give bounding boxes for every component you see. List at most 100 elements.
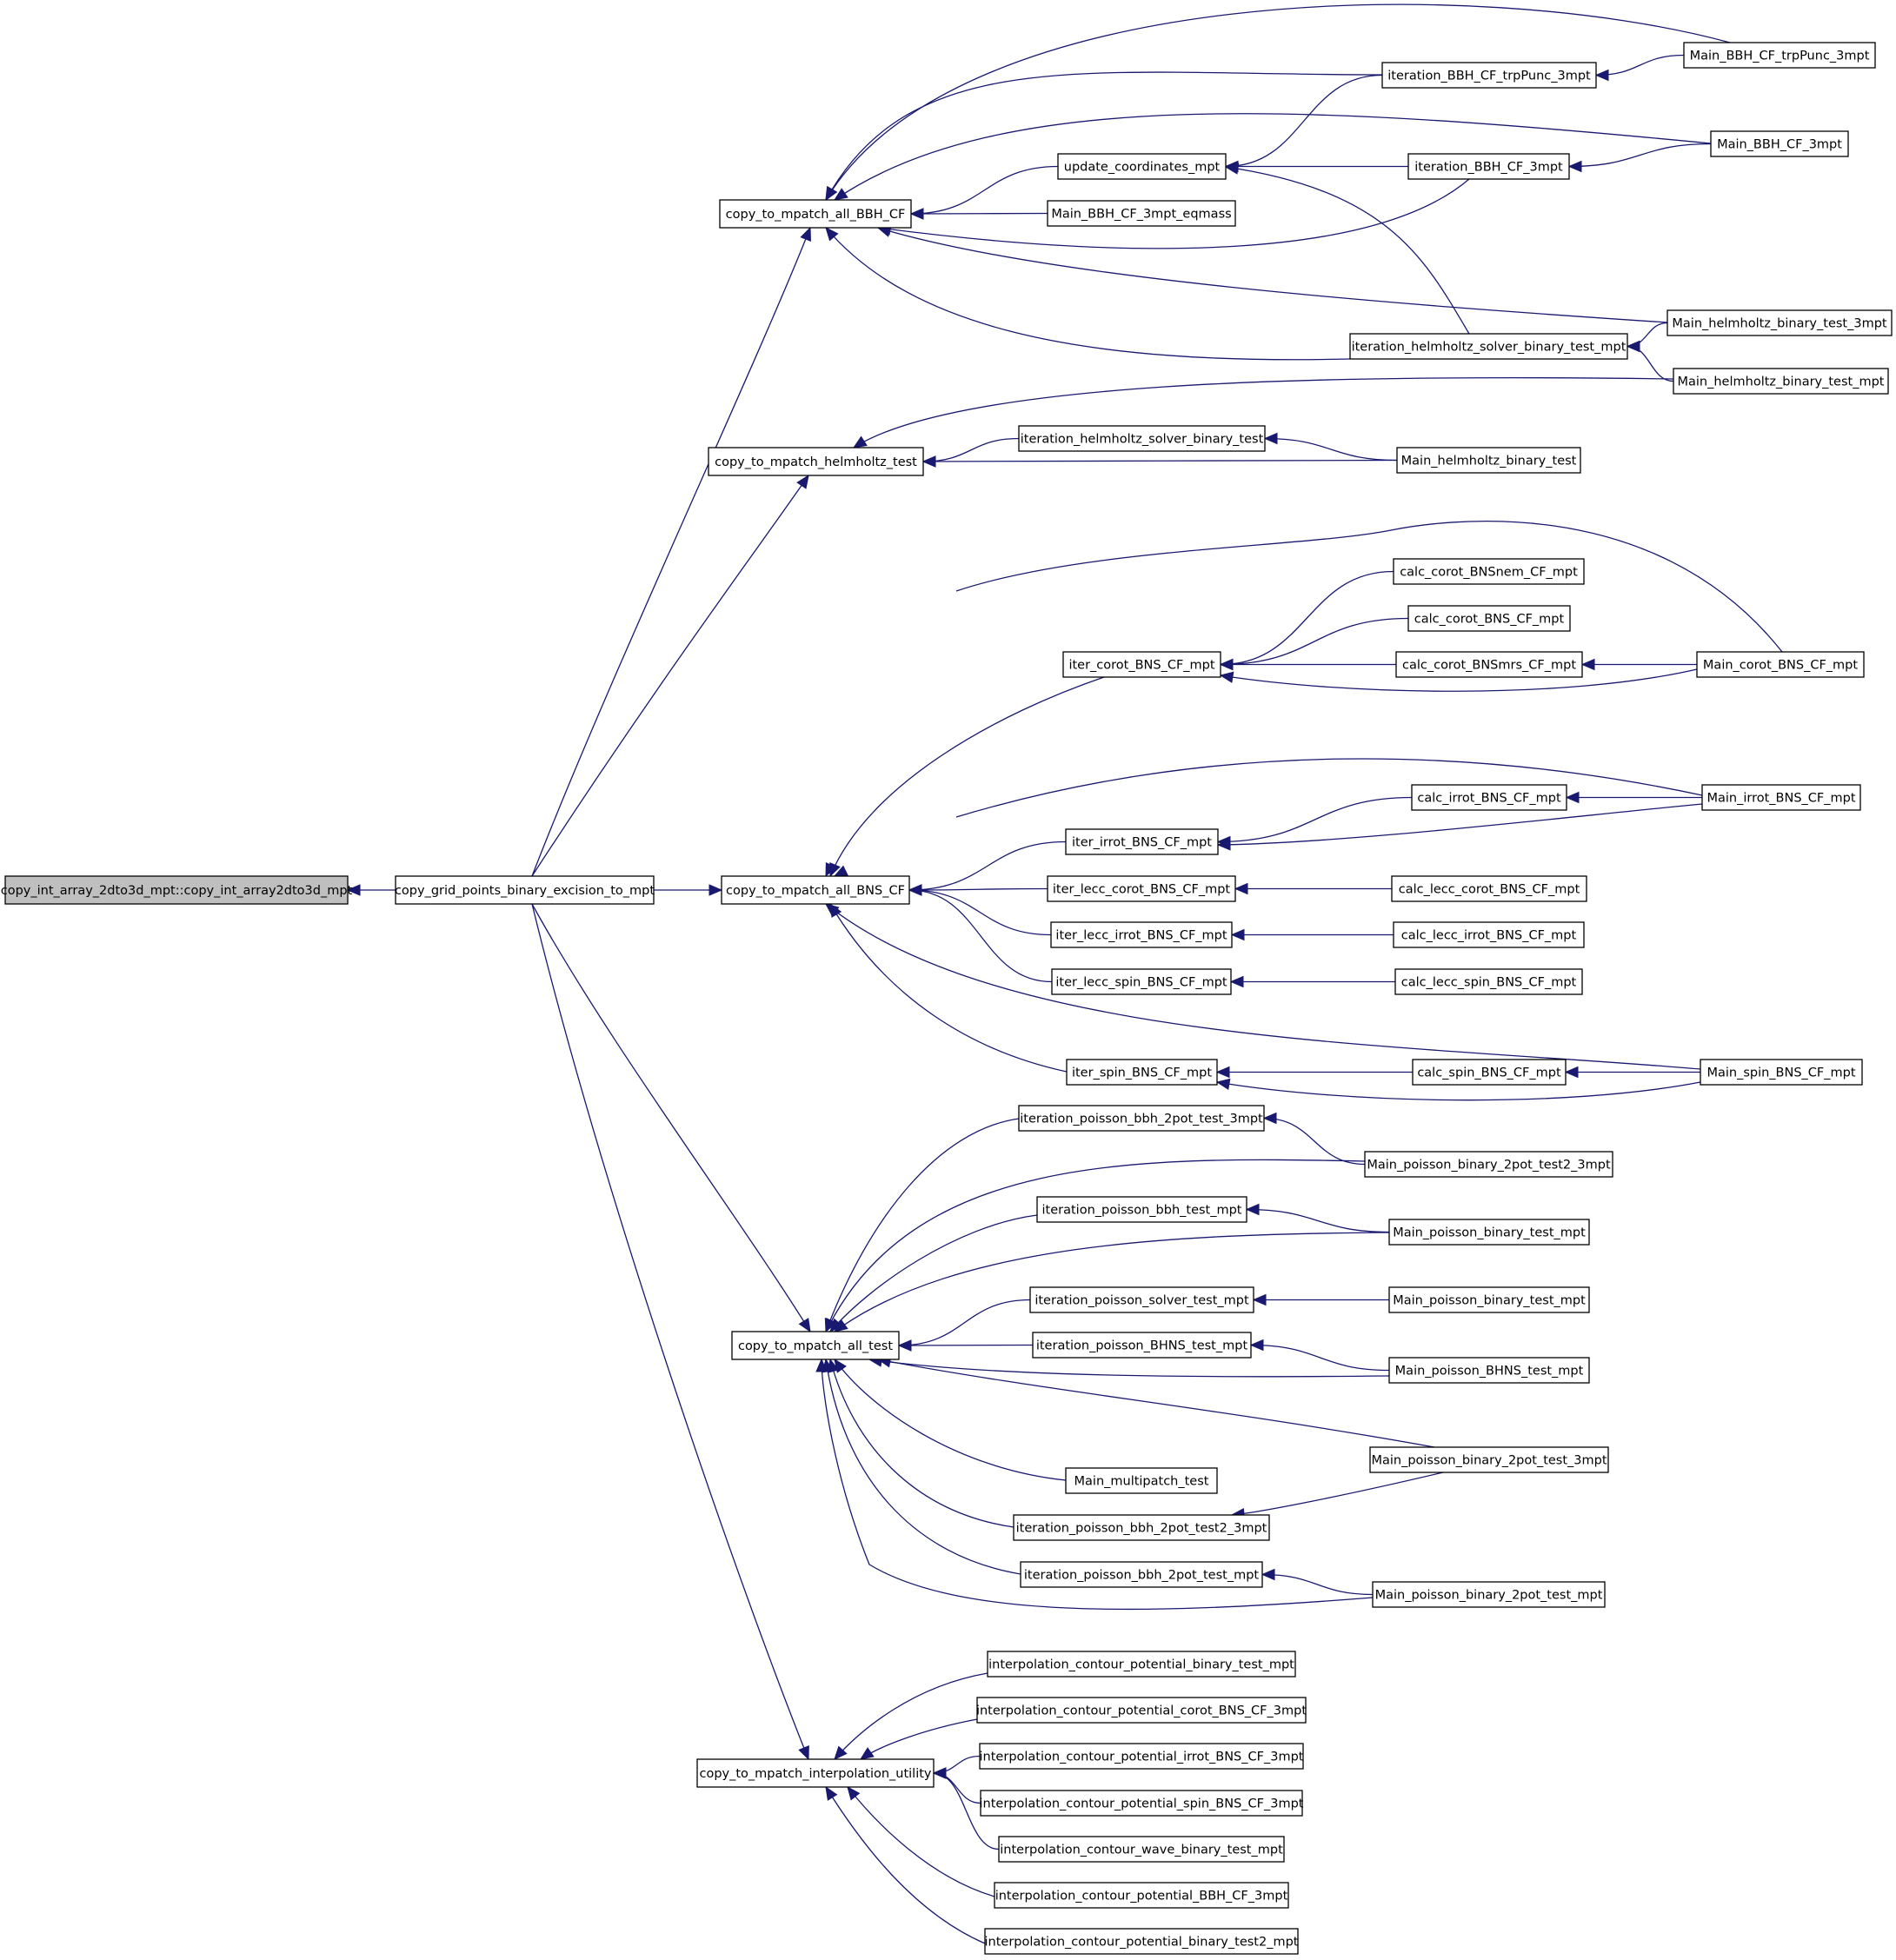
node-mhelm3[interactable]: Main_helmholtz_binary_test_3mpt [1666, 309, 1893, 336]
node-box[interactable] [721, 875, 910, 905]
node-box[interactable] [1412, 1059, 1567, 1086]
node-box[interactable] [1013, 1514, 1270, 1541]
node-mpbhns[interactable]: Main_poisson_BHNS_test_mpt [1388, 1357, 1590, 1384]
node-box[interactable] [1372, 1581, 1606, 1608]
node-box[interactable] [998, 1836, 1285, 1863]
node-mpbt1[interactable]: Main_poisson_binary_test_mpt [1388, 1219, 1590, 1246]
node-box[interactable] [1032, 1332, 1252, 1359]
node-box[interactable] [984, 1928, 1299, 1955]
node-box[interactable] [1349, 333, 1628, 360]
node-ithelm[interactable]: iteration_helmholtz_solver_binary_test [1018, 425, 1266, 452]
node-box[interactable] [1369, 1446, 1609, 1473]
node-box[interactable] [1047, 875, 1236, 902]
node-box[interactable] [1395, 651, 1583, 678]
node-itlirrot[interactable]: iter_lecc_irrot_BNS_CF_mpt [1050, 921, 1233, 948]
node-itlcorot[interactable]: iter_lecc_corot_BNS_CF_mpt [1047, 875, 1236, 902]
node-icwbt[interactable]: interpolation_contour_wave_binary_test_m… [998, 1836, 1285, 1863]
node-box[interactable] [1407, 605, 1571, 632]
node-cirrot[interactable]: calc_irrot_BNS_CF_mpt [1411, 784, 1567, 811]
node-box[interactable] [1388, 1286, 1590, 1313]
node-mbbheq[interactable]: Main_BBH_CF_3mpt_eqmass [1047, 200, 1236, 227]
node-box[interactable] [1673, 368, 1889, 395]
node-itpbbh2p3[interactable]: iteration_poisson_bbh_2pot_test_3mpt [1018, 1105, 1265, 1132]
node-box[interactable] [1411, 784, 1567, 811]
node-mspin[interactable]: Main_spin_BNS_CF_mpt [1700, 1059, 1863, 1086]
node-box[interactable] [1066, 1059, 1218, 1086]
node-box[interactable] [1393, 558, 1585, 585]
node-box[interactable] [1062, 651, 1221, 678]
node-root[interactable]: copy_int_array_2dto3d_mpt::copy_int_arra… [1, 875, 353, 905]
node-itpbbh2p[interactable]: iteration_poisson_bbh_2pot_test_mpt [1020, 1561, 1263, 1588]
node-box[interactable] [1701, 784, 1861, 811]
node-mpb2p3[interactable]: Main_poisson_binary_2pot_test_3mpt [1369, 1446, 1609, 1473]
node-itbbh3[interactable]: iteration_BBH_CF_3mpt [1407, 153, 1570, 180]
node-icpbt2[interactable]: interpolation_contour_potential_binary_t… [984, 1928, 1299, 1955]
node-mpb2p[interactable]: Main_poisson_binary_2pot_test_mpt [1372, 1581, 1606, 1608]
node-box[interactable] [731, 1331, 900, 1360]
node-mhelm[interactable]: Main_helmholtz_binary_test [1396, 447, 1581, 474]
node-box[interactable] [1051, 968, 1232, 995]
node-interp[interactable]: copy_to_mpatch_interpolation_utility [696, 1758, 935, 1788]
node-helm[interactable]: copy_to_mpatch_helmholtz_test [708, 447, 924, 476]
node-mpb2pt23[interactable]: Main_poisson_binary_2pot_test2_3mpt [1364, 1151, 1613, 1178]
node-box[interactable] [1666, 309, 1893, 336]
node-itpsolv[interactable]: iteration_poisson_solver_test_mpt [1029, 1286, 1254, 1313]
node-box[interactable] [1396, 447, 1581, 474]
node-box[interactable] [1036, 1196, 1247, 1223]
node-box[interactable] [1696, 651, 1865, 678]
node-box[interactable] [979, 1743, 1304, 1770]
node-box[interactable] [1020, 1561, 1263, 1588]
node-box[interactable] [1407, 153, 1570, 180]
node-ccbnsnem[interactable]: calc_corot_BNSnem_CF_mpt [1393, 558, 1585, 585]
node-box[interactable] [395, 875, 655, 905]
node-icpirrot[interactable]: interpolation_contour_potential_irrot_BN… [979, 1743, 1304, 1770]
node-ithelmmpt[interactable]: iteration_helmholtz_solver_binary_test_m… [1349, 333, 1628, 360]
node-box[interactable] [696, 1758, 935, 1788]
node-mmulti[interactable]: Main_multipatch_test [1065, 1467, 1218, 1494]
node-cgp[interactable]: copy_grid_points_binary_excision_to_mpt [395, 875, 655, 905]
node-cspin[interactable]: calc_spin_BNS_CF_mpt [1412, 1059, 1567, 1086]
node-box[interactable] [1018, 1105, 1265, 1132]
node-itpbhns[interactable]: iteration_poisson_BHNS_test_mpt [1032, 1332, 1252, 1359]
node-box[interactable] [1393, 921, 1585, 948]
node-ccbnsmrs[interactable]: calc_corot_BNSmrs_CF_mpt [1395, 651, 1583, 678]
node-test[interactable]: copy_to_mpatch_all_test [731, 1331, 900, 1360]
node-box[interactable] [994, 1882, 1289, 1909]
node-itspin[interactable]: iter_spin_BNS_CF_mpt [1066, 1059, 1218, 1086]
node-icpbbh[interactable]: interpolation_contour_potential_BBH_CF_3… [994, 1882, 1289, 1909]
node-itpbbh[interactable]: iteration_poisson_bbh_test_mpt [1036, 1196, 1247, 1223]
node-itlspin[interactable]: iter_lecc_spin_BNS_CF_mpt [1051, 968, 1232, 995]
node-clspin[interactable]: calc_lecc_spin_BNS_CF_mpt [1394, 968, 1583, 995]
node-mirrot[interactable]: Main_irrot_BNS_CF_mpt [1701, 784, 1861, 811]
node-box[interactable] [1065, 1467, 1218, 1494]
node-icpspin[interactable]: interpolation_contour_potential_spin_BNS… [980, 1790, 1304, 1817]
node-icpbt[interactable]: interpolation_contour_potential_binary_t… [987, 1651, 1296, 1678]
node-mbbhtrp[interactable]: Main_BBH_CF_trpPunc_3mpt [1683, 42, 1876, 69]
node-clcorot[interactable]: calc_lecc_corot_BNS_CF_mpt [1391, 875, 1587, 902]
node-ccbns[interactable]: calc_corot_BNS_CF_mpt [1407, 605, 1571, 632]
node-mhelmmpt[interactable]: Main_helmholtz_binary_test_mpt [1673, 368, 1889, 395]
node-itirrot[interactable]: iter_irrot_BNS_CF_mpt [1065, 828, 1219, 855]
node-itpbbh2p23[interactable]: iteration_poisson_bbh_2pot_test2_3mpt [1013, 1514, 1270, 1541]
node-box[interactable] [719, 199, 912, 229]
node-box[interactable] [1029, 1286, 1254, 1313]
node-box[interactable] [1047, 200, 1236, 227]
node-bns[interactable]: copy_to_mpatch_all_BNS_CF [721, 875, 910, 905]
node-box[interactable] [1700, 1059, 1863, 1086]
node-box[interactable] [1018, 425, 1266, 452]
node-box[interactable] [987, 1651, 1296, 1678]
node-box[interactable] [708, 447, 924, 476]
node-box[interactable] [980, 1790, 1303, 1817]
node-upd[interactable]: update_coordinates_mpt [1057, 153, 1227, 180]
node-icpcorot[interactable]: interpolation_contour_potential_corot_BN… [976, 1697, 1307, 1724]
node-box[interactable] [1388, 1357, 1590, 1384]
node-box[interactable] [1381, 62, 1597, 89]
node-clirrot[interactable]: calc_lecc_irrot_BNS_CF_mpt [1393, 921, 1585, 948]
node-box[interactable] [976, 1697, 1307, 1724]
node-box[interactable] [1050, 921, 1233, 948]
node-itbbhtrp[interactable]: iteration_BBH_CF_trpPunc_3mpt [1381, 62, 1597, 89]
node-bbh[interactable]: copy_to_mpatch_all_BBH_CF [719, 199, 912, 229]
node-mbbh3[interactable]: Main_BBH_CF_3mpt [1710, 130, 1849, 157]
node-box[interactable] [1710, 130, 1849, 157]
node-box[interactable] [1364, 1151, 1613, 1178]
